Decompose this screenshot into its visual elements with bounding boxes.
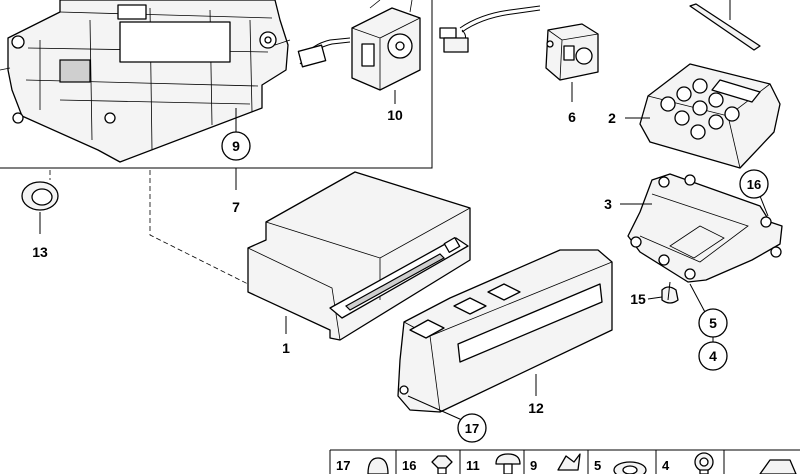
callout-7: 7: [232, 199, 240, 215]
callout-10: 10: [387, 107, 403, 123]
callout-6: 6: [568, 109, 576, 125]
callout-1: 1: [282, 340, 290, 356]
legend-item-11[interactable]: 11: [466, 453, 521, 474]
legend-number: 5: [594, 458, 601, 473]
legend-item-5[interactable]: 5: [594, 458, 647, 474]
part-10-actuator[interactable]: [297, 0, 421, 91]
legend-item-16[interactable]: 16: [402, 455, 453, 474]
callout-circle-16: [739, 169, 769, 199]
screw-icon: [694, 452, 714, 474]
part-15-screw[interactable]: [661, 281, 679, 304]
part-1-main-unit[interactable]: [247, 171, 471, 341]
callout-17: 17: [465, 421, 479, 436]
callout-9: 9: [232, 138, 240, 154]
wing-clip-icon: [557, 453, 581, 471]
callout-circle-9: [221, 131, 251, 161]
legend-number: 11: [466, 458, 480, 473]
legend-item-4[interactable]: 4: [662, 452, 714, 474]
legend-number: 16: [402, 458, 416, 473]
legend-item-17[interactable]: 17: [336, 457, 389, 474]
legend-item-9[interactable]: 9: [530, 453, 581, 473]
legend-number: 17: [336, 458, 350, 473]
callout-circle-17: [457, 413, 487, 443]
grommet-icon: [613, 461, 647, 474]
round-head-plug-icon: [367, 457, 389, 474]
part-13-grommet[interactable]: [21, 181, 59, 211]
callout-13: 13: [32, 244, 48, 260]
hex-screw-icon: [431, 455, 453, 474]
callout-circle-4: [698, 341, 728, 371]
callout-3: 3: [604, 196, 612, 212]
part-9-mechanism[interactable]: [0, 0, 291, 163]
part-6-switch-cover[interactable]: [545, 23, 599, 81]
part-strap[interactable]: [689, 3, 761, 51]
part-3-bracket[interactable]: [627, 173, 783, 283]
callout-12: 12: [528, 400, 544, 416]
group-box: [0, 0, 433, 169]
mushroom-clip-icon: [495, 453, 521, 474]
legend-item-blank-icon: [759, 459, 797, 474]
legend-number: 9: [530, 458, 537, 473]
callout-5: 5: [709, 315, 717, 331]
part-2-keypad[interactable]: [639, 63, 781, 169]
callout-15: 15: [630, 291, 646, 307]
callout-2: 2: [608, 110, 616, 126]
callout-4: 4: [709, 348, 717, 364]
cable-harness[interactable]: [439, 5, 541, 53]
legend-number: 4: [662, 458, 670, 473]
part-12-front-panel[interactable]: [397, 249, 613, 413]
callout-16: 16: [747, 177, 761, 192]
legend-strip: 17 16 11 9 5: [329, 449, 800, 474]
